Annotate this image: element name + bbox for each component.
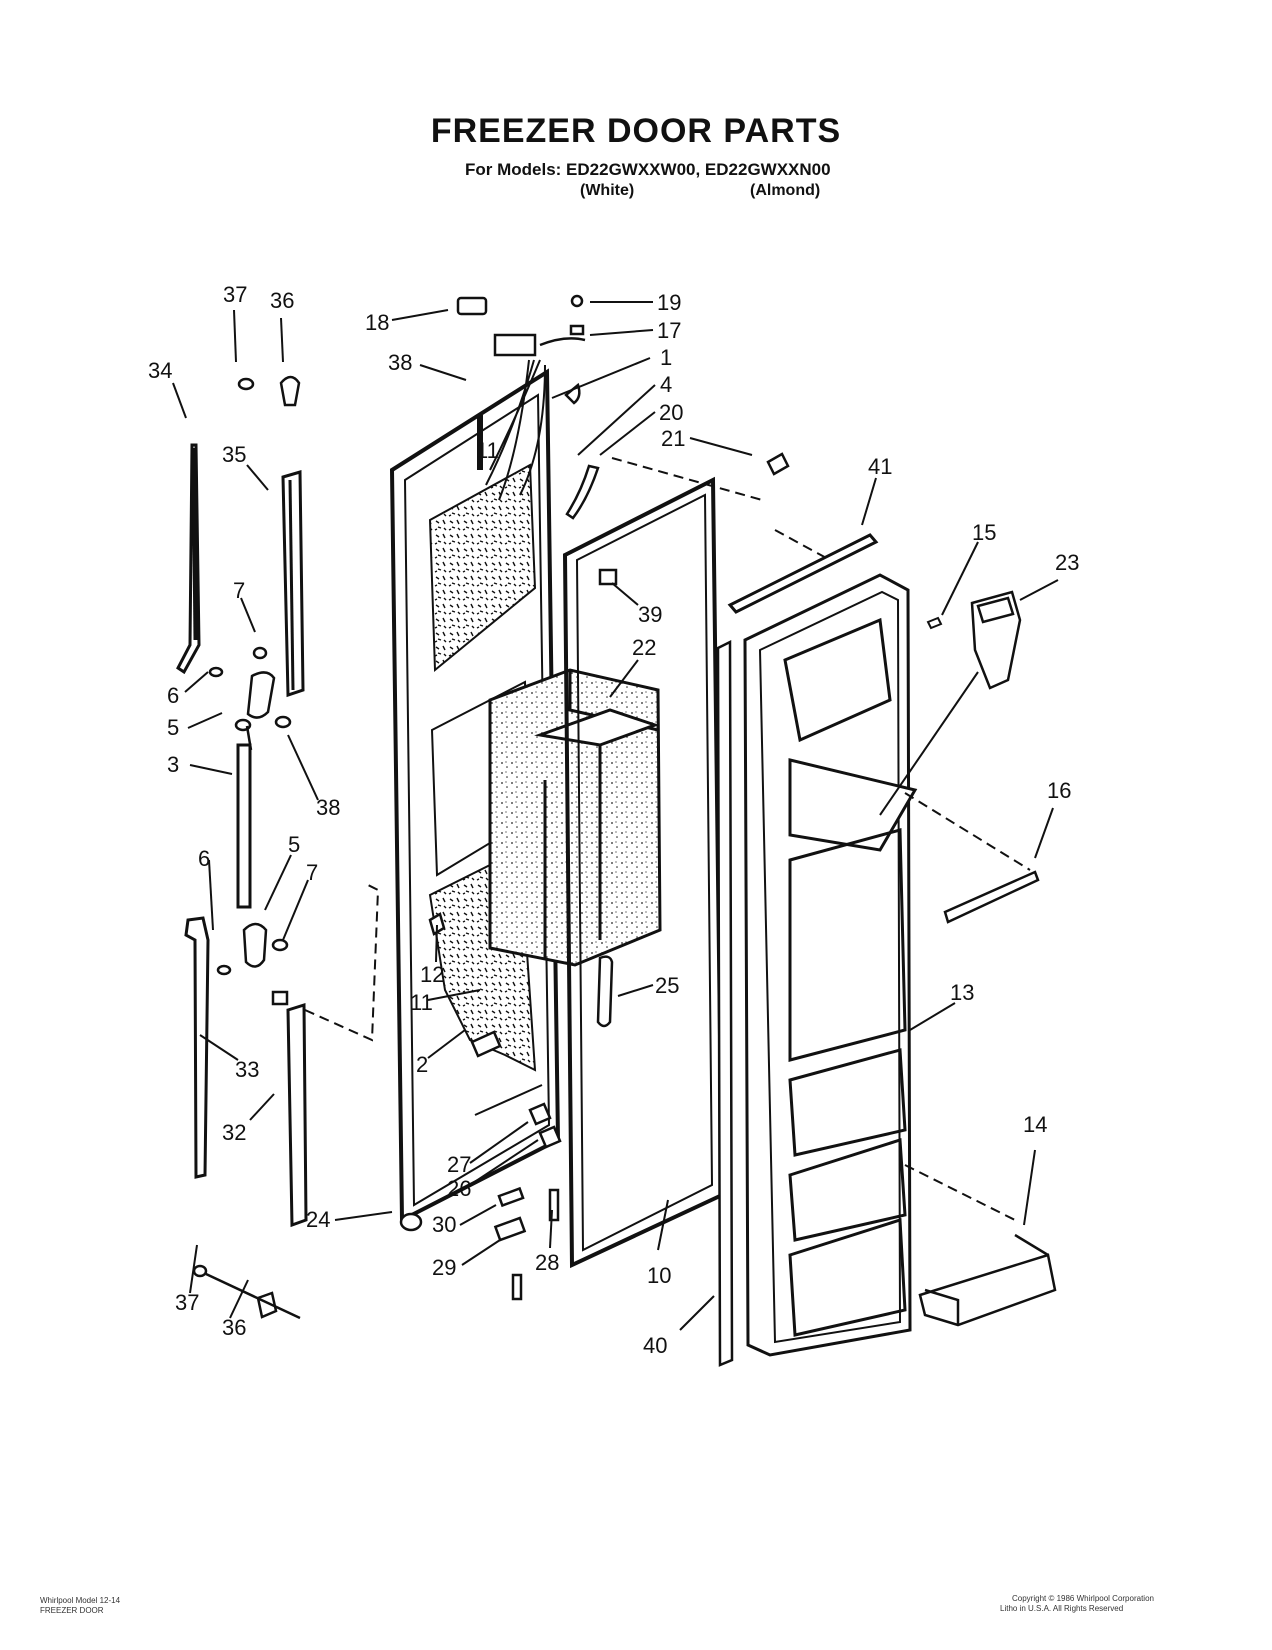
callout-14: 14 bbox=[1023, 1112, 1047, 1137]
lower-trim-channel-32 bbox=[286, 1002, 308, 1228]
callout-16: 16 bbox=[1047, 778, 1071, 803]
callout-5b: 5 bbox=[288, 832, 300, 857]
hinge-tube-3 bbox=[236, 743, 252, 909]
color-white-label: (White) bbox=[580, 182, 635, 199]
callout-22: 22 bbox=[632, 635, 656, 660]
leader-lines bbox=[172, 301, 1059, 1331]
gasket-strip-40 bbox=[716, 639, 734, 1367]
callout-23: 23 bbox=[1055, 550, 1079, 575]
callout-5: 5 bbox=[167, 715, 179, 740]
callout-25: 25 bbox=[655, 973, 679, 998]
footer-rights: Litho in U.S.A. All Rights Reserved bbox=[1000, 1604, 1124, 1613]
callout-10: 10 bbox=[647, 1263, 671, 1288]
color-almond-label: (Almond) bbox=[750, 182, 821, 199]
callout-24: 24 bbox=[306, 1207, 330, 1232]
callout-39: 39 bbox=[638, 602, 662, 627]
callout-38b: 38 bbox=[388, 350, 412, 375]
footer-model-note: Whirlpool Model 12-14 bbox=[40, 1596, 121, 1605]
callout-6: 6 bbox=[167, 683, 179, 708]
screw-15 bbox=[926, 616, 943, 630]
upper-hinge-bracket bbox=[208, 646, 292, 751]
callout-17: 17 bbox=[657, 318, 681, 343]
callout-21: 21 bbox=[661, 426, 685, 451]
callout-15: 15 bbox=[972, 520, 996, 545]
callout-37: 37 bbox=[223, 282, 247, 307]
small-parts-top bbox=[399, 294, 790, 1301]
footer-copyright: Copyright © 1986 Whirlpool Corporation bbox=[1012, 1594, 1154, 1603]
callout-11: 11 bbox=[476, 438, 499, 463]
lower-hinge-bracket bbox=[216, 922, 289, 1006]
models-line: For Models: ED22GWXXW00, ED22GWXXN00 bbox=[465, 160, 831, 179]
callout-13: 13 bbox=[950, 980, 974, 1005]
callout-35: 35 bbox=[222, 442, 246, 467]
callout-36b: 36 bbox=[222, 1315, 246, 1340]
callout-26: 26 bbox=[447, 1176, 471, 1201]
callout-37b: 37 bbox=[175, 1290, 199, 1315]
callout-28: 28 bbox=[535, 1250, 559, 1275]
callout-33: 33 bbox=[235, 1057, 259, 1082]
callout-40: 40 bbox=[643, 1333, 667, 1358]
callout-34: 34 bbox=[148, 358, 172, 383]
alignment-line bbox=[304, 884, 380, 1042]
callout-6b: 6 bbox=[198, 846, 210, 871]
callout-29: 29 bbox=[432, 1255, 456, 1280]
callout-7: 7 bbox=[233, 578, 245, 603]
callout-2: 2 bbox=[416, 1052, 428, 1077]
upper-trim-strip-34 bbox=[176, 443, 201, 675]
callout-19: 19 bbox=[657, 290, 681, 315]
callout-4: 4 bbox=[660, 372, 672, 397]
alignment-line bbox=[611, 457, 831, 561]
callout-36: 36 bbox=[270, 288, 294, 313]
diagram-title: FREEZER DOOR PARTS bbox=[430, 112, 842, 150]
callout-32: 32 bbox=[222, 1120, 246, 1145]
dispenser-housing-22 bbox=[488, 668, 662, 967]
callout-12: 12 bbox=[420, 962, 444, 987]
top-hinge-screws bbox=[237, 375, 301, 407]
callout-18: 18 bbox=[365, 310, 389, 335]
door-outer-shell-1 bbox=[389, 368, 561, 1224]
door-bin-14 bbox=[918, 1233, 1057, 1327]
callout-20: 20 bbox=[659, 400, 683, 425]
upper-trim-channel-35 bbox=[281, 470, 305, 698]
callout-41: 41 bbox=[868, 454, 892, 479]
callout-1: 1 bbox=[660, 345, 672, 370]
alignment-line bbox=[904, 792, 1031, 1221]
callout-11b: 11 bbox=[410, 990, 433, 1015]
bottom-hinge-screws bbox=[192, 1264, 301, 1320]
callout-3: 3 bbox=[167, 752, 179, 777]
lower-trim-strip-33 bbox=[184, 916, 210, 1179]
door-liner-13 bbox=[727, 533, 918, 1357]
callout-30: 30 bbox=[432, 1212, 456, 1237]
dispenser-cup-23 bbox=[970, 590, 1022, 690]
callout-38: 38 bbox=[316, 795, 340, 820]
footer-section-note: FREEZER DOOR bbox=[40, 1606, 104, 1615]
callout-27: 27 bbox=[447, 1152, 471, 1177]
callout-7b: 7 bbox=[306, 860, 318, 885]
wire-harness bbox=[485, 333, 586, 501]
shelf-strip-16 bbox=[943, 870, 1040, 924]
callout-numbers: 37 36 34 35 7 6 5 3 38 6 5 7 33 32 37 36… bbox=[148, 282, 1079, 1358]
